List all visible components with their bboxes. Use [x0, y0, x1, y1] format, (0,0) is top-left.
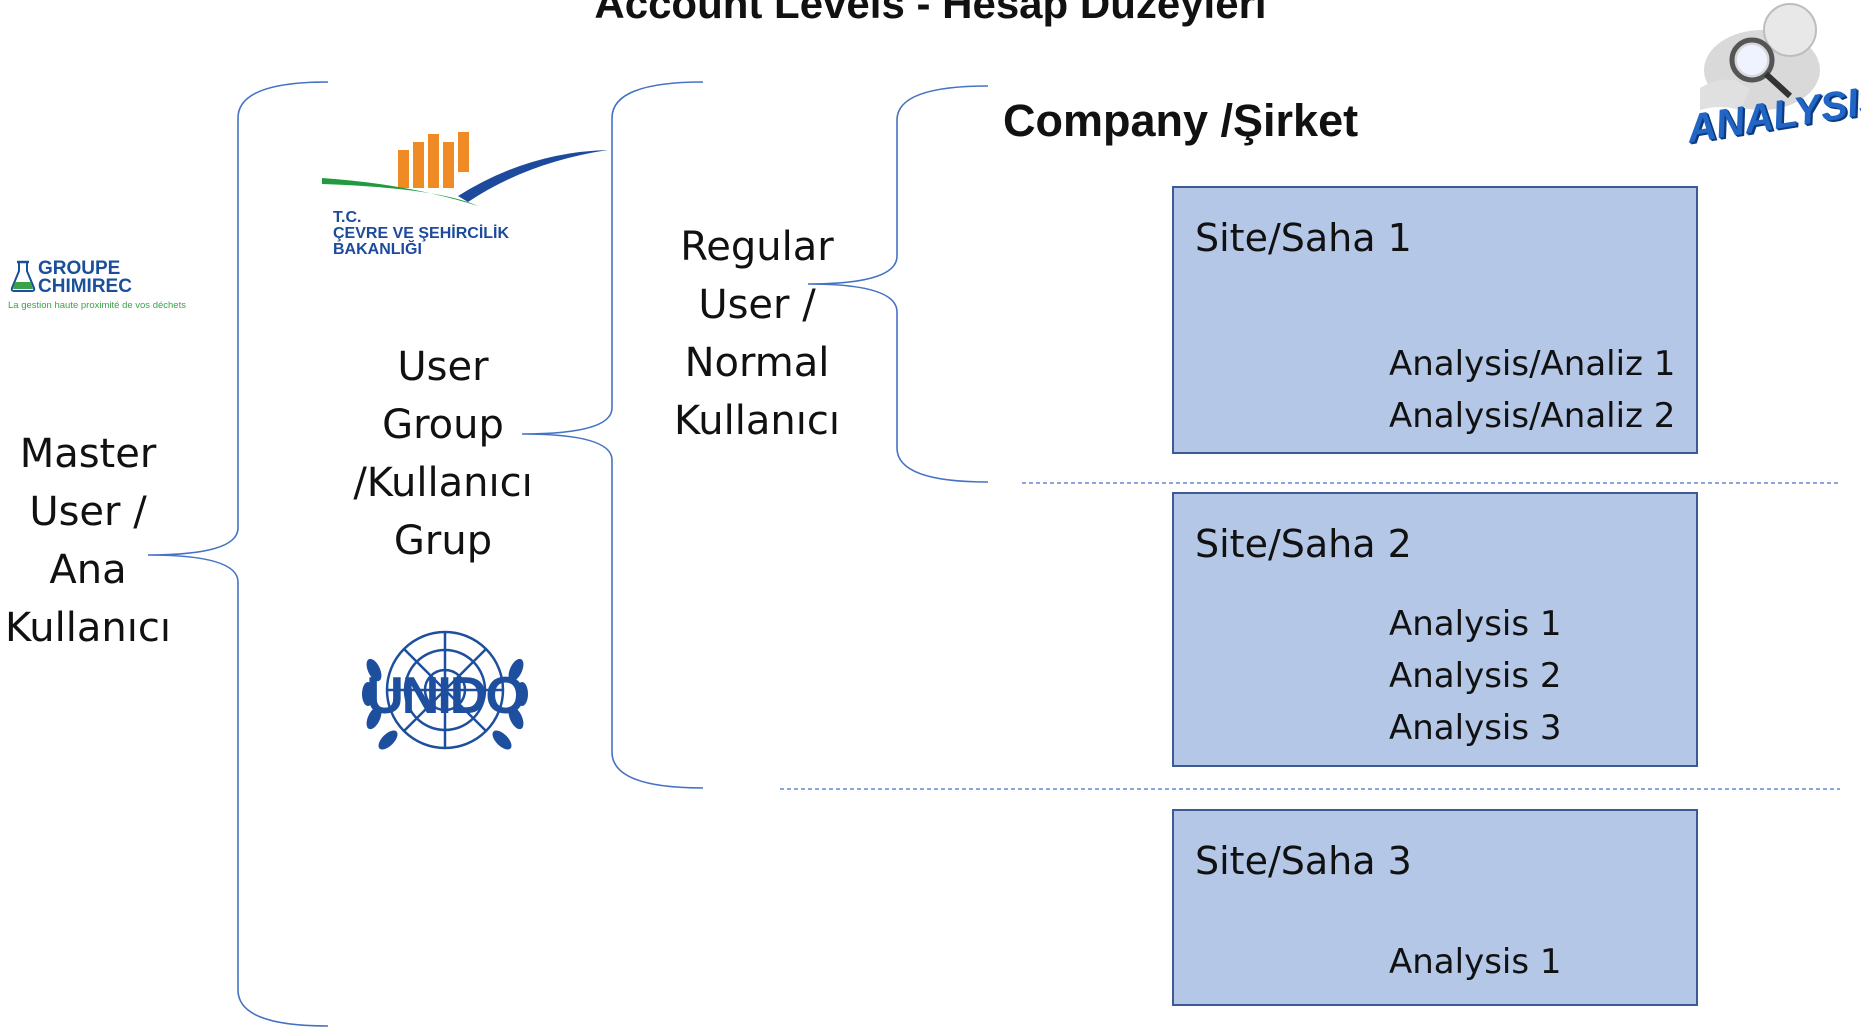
- analysis-item: Analysis/Analiz 2: [1389, 396, 1676, 436]
- analysis-list: Analysis 1 Analysis 2 Analysis 3: [1389, 598, 1562, 754]
- user-group-label: User Group /Kullanıcı Grup: [353, 344, 533, 564]
- master-bracket: [147, 81, 329, 1027]
- site-box-1: Site/Saha 1 Analysis/Analiz 1 Analysis/A…: [1172, 186, 1698, 454]
- analysis-item: Analysis 1: [1389, 604, 1562, 644]
- master-user-label: Master User / Ana Kullanıcı: [5, 431, 171, 651]
- analysis-item: Analysis 3: [1389, 708, 1562, 748]
- analysis-item: Analysis 1: [1389, 942, 1562, 982]
- ministry-name: T.C. ÇEVRE VE ŞEHİRCİLİK BAKANLIĞI: [333, 209, 510, 258]
- site-box-2: Site/Saha 2 Analysis 1 Analysis 2 Analys…: [1172, 492, 1698, 767]
- site-title: Site/Saha 1: [1195, 216, 1412, 260]
- company-title: Company /Şirket: [1003, 95, 1359, 146]
- site-title: Site/Saha 2: [1195, 522, 1412, 566]
- analysis-item: Analysis 2: [1389, 656, 1562, 696]
- analysis-badge: ANALYSIS: [1640, 0, 1861, 175]
- regular-user-label: Regular User / Normal Kullanıcı: [674, 224, 840, 444]
- regular-bracket: [807, 85, 989, 483]
- site-title: Site/Saha 3: [1195, 839, 1412, 883]
- flask-icon: [10, 260, 36, 292]
- chimirec-name: GROUPE CHIMIREC: [38, 258, 132, 297]
- un-emblem-icon: [362, 630, 528, 750]
- unido-wordmark: UNIDO: [366, 667, 526, 725]
- ministry-logo: T.C. ÇEVRE VE ŞEHİRCİLİK BAKANLIĞI: [318, 118, 608, 278]
- analysis-list: Analysis/Analiz 1 Analysis/Analiz 2: [1389, 338, 1675, 442]
- ministry-emblem-icon: [322, 132, 608, 206]
- group-bracket: [521, 81, 704, 789]
- chimirec-tagline: La gestion haute proximité de vos déchet…: [8, 300, 186, 311]
- unido-logo: UNIDO: [352, 610, 538, 778]
- site-box-3: Site/Saha 3 Analysis 1: [1172, 809, 1698, 1006]
- magnifier-figure-icon: [1700, 3, 1820, 110]
- analysis-item: Analysis/Analiz 1: [1389, 344, 1676, 384]
- analysis-list: Analysis 1: [1389, 936, 1562, 988]
- page-title: Account Levels - Hesap Düzeyleri: [594, 0, 1267, 27]
